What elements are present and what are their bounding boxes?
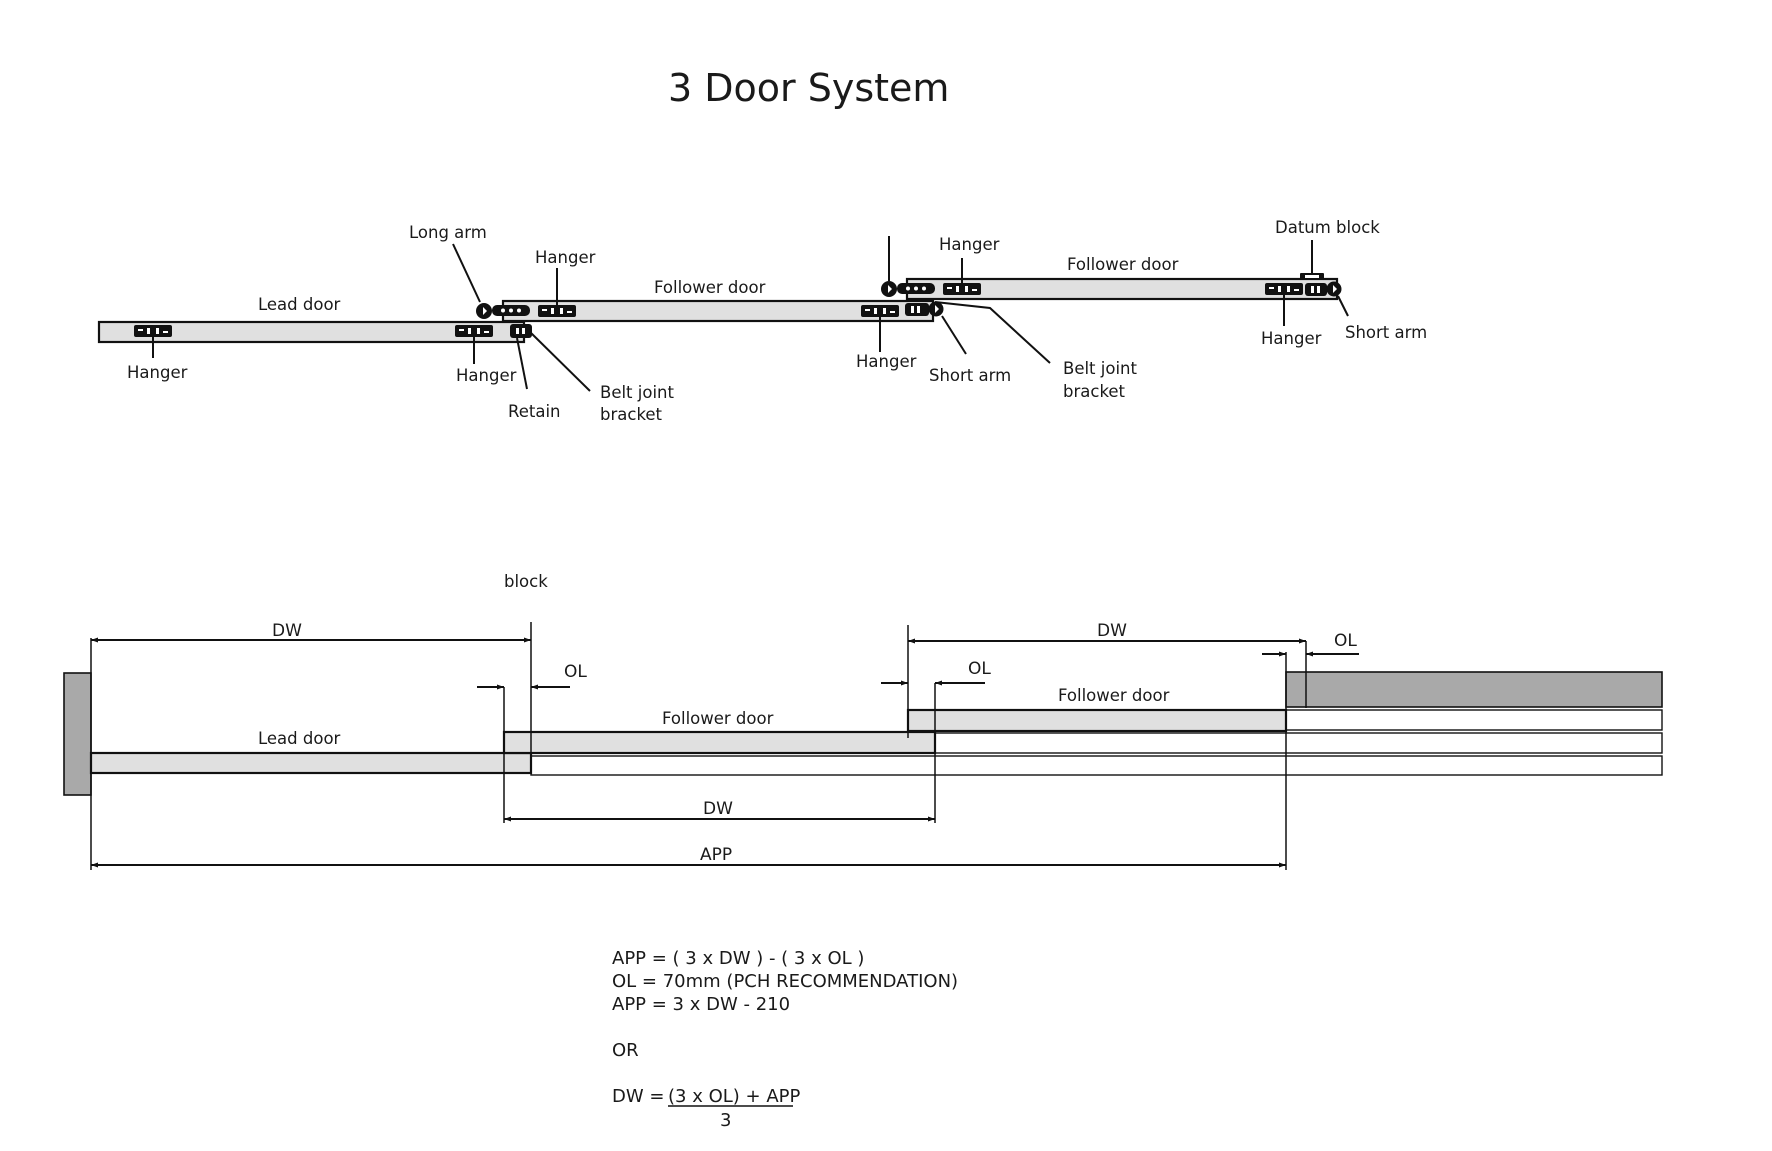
page-title: 3 Door System [668,66,949,110]
datum-block-label: Datum block [1275,218,1380,237]
dw-dimension-label: DW [272,621,302,641]
arm-end-icon [881,281,897,297]
ol-dimension-label: OL [564,662,587,682]
block-label: block [504,572,548,591]
short-arm-label: Short arm [929,366,1011,385]
short-arm-label: Short arm [1345,323,1427,342]
long-arm-label: Long arm [409,223,487,242]
right-wall-stack [1285,671,1663,708]
app-dimension-label: APP [700,845,732,865]
bottom-follower-door-2-label: Follower door [1058,686,1170,705]
hanger-label: Hanger [456,366,517,385]
formula-dw-lhs: DW = [612,1086,664,1107]
track-2 [934,732,1663,754]
top-follower-door-1-label: Follower door [654,278,766,297]
left-wall-jamb [63,672,92,796]
top-plan-view: Lead door Follower door Follower door Lo… [97,218,1427,424]
hanger-icon [943,283,981,295]
hanger-label: Hanger [1261,329,1322,348]
bottom-follower-door-2 [906,708,1288,733]
retain-icon [510,324,532,338]
top-lead-door-label: Lead door [258,295,341,314]
top-follower-door-2-label: Follower door [1067,255,1179,274]
hanger-icon [455,325,493,337]
belt-joint-bracket-label: Belt joint [1063,359,1137,378]
hanger-icon [538,305,576,317]
hanger-label: Hanger [127,363,188,382]
bottom-follower-door-1 [502,730,937,755]
bottom-follower-door-1-label: Follower door [662,709,774,728]
hanger-label: Hanger [535,248,596,267]
formula-dw-denominator: 3 [720,1110,731,1131]
dw-dimension-label: DW [1097,621,1127,641]
hanger-label: Hanger [856,352,917,371]
ol-dimension-label: OL [1334,631,1357,651]
belt-joint-bracket-label: Belt joint [600,383,674,402]
long-arm-icon [476,303,492,319]
formula-app-simplified: APP = 3 x DW - 210 [612,994,790,1015]
track-1 [1285,709,1663,731]
retain-label: Retain [508,402,561,421]
belt-joint-bracket-label: bracket [600,405,663,424]
track-3 [530,755,1663,776]
formula-app: APP = ( 3 x DW ) - ( 3 x OL ) [612,948,864,969]
hanger-icon [134,325,172,337]
bottom-dimension-view: block DW OL DW OL [63,572,1663,870]
hanger-icon [861,305,899,317]
formula-or: OR [612,1040,639,1061]
hanger-label: Hanger [939,235,1000,254]
formula-ol: OL = 70mm (PCH RECOMMENDATION) [612,971,958,992]
bottom-lead-door [89,751,533,775]
formula-dw-numerator: (3 x OL) + APP [668,1086,800,1107]
hanger-icon [1265,283,1303,295]
bottom-lead-door-label: Lead door [258,729,341,748]
belt-joint-bracket-label: bracket [1063,382,1126,401]
ol-dimension-label: OL [968,659,991,679]
dw-dimension-label: DW [703,799,733,819]
formula-block: APP = ( 3 x DW ) - ( 3 x OL ) OL = 70mm … [612,948,958,1131]
